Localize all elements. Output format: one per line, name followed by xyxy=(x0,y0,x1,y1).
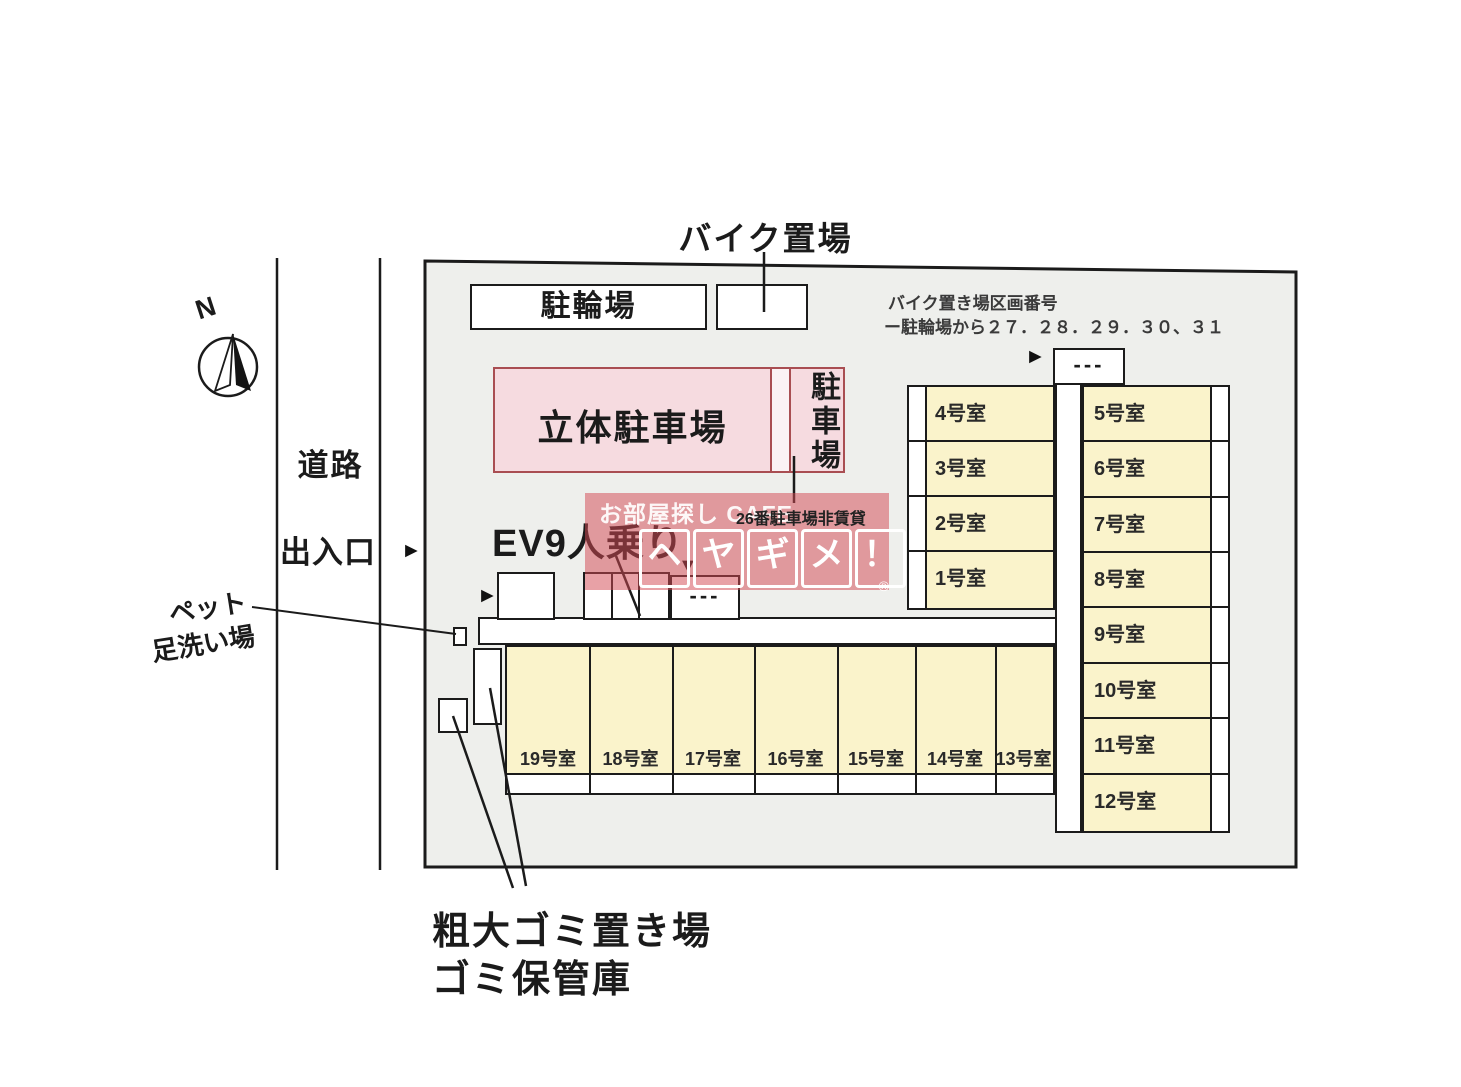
bike-note-line1: バイク置き場区画番号 xyxy=(888,294,1058,313)
room-divider xyxy=(589,647,591,793)
room-cell-label: 15号室 xyxy=(847,749,905,769)
bike-area-title: バイク置場 xyxy=(678,220,853,257)
room-cell-label: 12号室 xyxy=(1094,791,1157,813)
dash-label: --- xyxy=(1073,352,1105,377)
room-cell-label: 19号室 xyxy=(519,749,577,769)
parking26-note: 26番駐車場非賃貸 xyxy=(736,511,866,528)
room-cell-label: 11号室 xyxy=(1094,735,1156,757)
entrance-arrow-icon: ► xyxy=(401,539,422,562)
road-label: 道路 xyxy=(297,448,364,483)
room-cell-label: 2号室 xyxy=(935,513,987,535)
ev-entrance-arrow-icon: ► xyxy=(477,584,498,607)
compass-needle-dark xyxy=(233,334,251,391)
room-cell-label: 18号室 xyxy=(602,749,659,769)
room-cell-label: 17号室 xyxy=(684,749,742,769)
room-cell-label: 16号室 xyxy=(767,749,824,769)
room-divider xyxy=(672,647,674,793)
room-cell-label: 9号室 xyxy=(1094,624,1146,646)
bike-storage-box xyxy=(716,284,808,330)
top-dash-box: --- xyxy=(1053,348,1125,385)
garbage-box-square xyxy=(438,698,468,733)
watermark-logo-box: ヘ xyxy=(639,529,690,588)
walkway-horizontal xyxy=(478,617,1082,645)
compass-needle-light xyxy=(213,333,234,393)
room-cell-label: 7号室 xyxy=(1094,514,1146,536)
ev-box-a xyxy=(497,572,555,620)
walkway-vertical xyxy=(1055,383,1082,833)
watermark-logo-box: ギ xyxy=(747,529,798,588)
bicycle-parking-box: 駐輪場 xyxy=(470,284,707,330)
multistory-parking-label: 立体駐車場 xyxy=(537,407,728,448)
north-label: N xyxy=(191,290,220,326)
room-cell-label: 10号室 xyxy=(1094,680,1157,702)
room-divider xyxy=(837,647,839,793)
watermark-logo-box: ヤ xyxy=(693,529,744,588)
room-cell-label: 3号室 xyxy=(935,458,987,480)
bicycle-parking-label: 駐輪場 xyxy=(540,290,637,323)
parking-side-label: 駐車場 xyxy=(806,371,839,473)
watermark-registered: ® xyxy=(878,578,889,594)
parking-divider xyxy=(770,369,791,471)
room-cell-label: 1号室 xyxy=(935,568,987,590)
column-a-strip xyxy=(909,387,927,608)
compass-circle xyxy=(197,336,259,398)
compass xyxy=(197,333,259,398)
room-divider xyxy=(915,647,917,793)
watermark-logo-box: メ xyxy=(801,529,852,588)
room-cell-label: 5号室 xyxy=(1094,403,1146,425)
garbage-label-1: 粗大ゴミ置き場 xyxy=(432,911,713,953)
garbage-box-tall xyxy=(473,648,502,725)
room-cell-label: 13号室 xyxy=(995,749,1052,769)
room-cell-label: 6号室 xyxy=(1094,458,1146,480)
room-column-b: 5号室 6号室 7号室 8号室 9号室 10号室 11号室 12号室 xyxy=(1082,385,1230,833)
multistory-parking-box: 立体駐車場 駐車場 xyxy=(493,367,845,473)
pet-wash-box xyxy=(453,627,467,646)
room-cell-label: 14号室 xyxy=(926,749,984,769)
room-row-c: 19号室 18号室 17号室 16号室 15号室 14号室 13号室 xyxy=(505,645,1055,795)
room-cell-label: 8号室 xyxy=(1094,569,1146,591)
room-divider xyxy=(995,647,997,793)
garbage-pointer-line-2 xyxy=(451,715,515,889)
room-divider xyxy=(754,647,756,793)
bike-note-line2: ー駐輪場から２７．２８．２９．３０、３１ xyxy=(884,318,1224,337)
pet-pointer-line xyxy=(251,606,457,635)
garbage-label-2: ゴミ保管庫 xyxy=(432,959,633,1001)
room-cell-label: 4号室 xyxy=(935,403,987,425)
top-arrow-icon: ► xyxy=(1025,345,1046,368)
column-b-strip xyxy=(1210,387,1228,831)
room-column-a: 4号室 3号室 2号室 1号室 xyxy=(907,385,1055,610)
watermark-logo-row: ヘ ヤ ギ メ ！ xyxy=(639,529,906,588)
entrance-label: 出入口 xyxy=(280,535,376,570)
